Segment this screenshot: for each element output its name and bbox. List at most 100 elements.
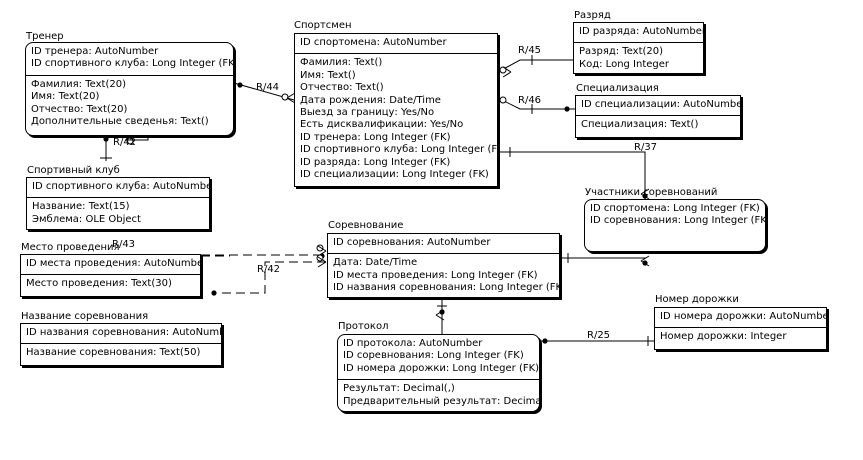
- crows-foot: [286, 92, 296, 99]
- attribute-section: Название соревнования: Text(50): [21, 344, 221, 362]
- entity-title-razryad: Разряд: [574, 10, 611, 21]
- key-attribute: ID спортивного клуба: Long Integer (FK): [31, 58, 234, 70]
- key-section: ID специализации: AutoNumber: [576, 96, 740, 117]
- attribute-section: Результат: Decimal(,)Предварительный рез…: [338, 380, 539, 411]
- key-attribute: ID места проведения: AutoNumber: [26, 258, 201, 269]
- entity-title-spec: Специализация: [576, 83, 659, 94]
- attribute: Есть дисквалификации: Yes/No: [300, 119, 464, 131]
- entity-sorevnovanie[interactable]: ID соревнования: AutoNumber Дата: Date/T…: [327, 233, 560, 298]
- entity-razryad[interactable]: ID разряда: AutoNumber Разряд: Text(20)К…: [573, 22, 704, 74]
- key-section: ID номера дорожки: AutoNumber: [655, 308, 826, 329]
- key-attribute: ID спортомена: Long Integer (FK): [590, 203, 760, 214]
- attribute-section: Специализация: Text(): [576, 116, 740, 134]
- entity-title-nazvanie: Название соревнования: [21, 311, 149, 322]
- attribute: Отчество: Text(): [300, 82, 384, 94]
- key-attribute: ID соревнования: AutoNumber: [333, 237, 491, 248]
- entity-nazvanie[interactable]: ID названия соревнования: AutoNumber Наз…: [20, 323, 222, 366]
- attribute: Название: Text(15): [32, 201, 130, 213]
- relationship-line: [222, 261, 327, 294]
- key-attribute: ID соревнования: Long Integer (FK): [590, 215, 766, 227]
- attribute: Название соревнования: Text(50): [26, 347, 201, 359]
- relationship-label-r37: R/37: [634, 142, 658, 153]
- cardinality-dot: [564, 106, 570, 112]
- relationship-label-r44: R/44: [256, 82, 280, 93]
- relationship-line: [497, 59, 573, 73]
- cardinality-dot: [211, 290, 217, 296]
- attribute: ID разряда: Long Integer (FK): [300, 156, 451, 168]
- relationship-label-r42-name: R/42: [257, 264, 281, 275]
- crows-foot: [502, 66, 512, 73]
- crows-foot: [317, 261, 327, 268]
- attribute: Отчество: Text(20): [31, 103, 128, 115]
- entity-title-sportsmen: Спортсмен: [294, 20, 352, 31]
- entity-title-mesto: Место проведения: [21, 242, 120, 253]
- key-attribute: ID соревнования: Long Integer (FK): [343, 350, 524, 362]
- attribute: ID специализации: Long Integer (FK): [300, 169, 489, 181]
- entity-klub[interactable]: ID спортивного клуба: AutoNumber Названи…: [26, 177, 210, 230]
- crows-foot: [317, 245, 327, 252]
- relationship-label-r42-club: R/42: [113, 137, 137, 148]
- key-section: ID места проведения: AutoNumber: [21, 255, 201, 276]
- attribute-section: Место проведения: Text(30): [21, 275, 200, 293]
- key-attribute: ID разряда: AutoNumber: [579, 26, 704, 37]
- cardinality-dot: [237, 82, 243, 88]
- key-section: ID названия соревнования: AutoNumber: [21, 324, 221, 345]
- optional-circle: [499, 96, 507, 104]
- key-section: ID спортомена: Long Integer (FK)ID сорев…: [585, 200, 765, 232]
- entity-title-protokol: Протокол: [338, 321, 389, 332]
- crows-foot: [286, 97, 296, 104]
- crows-foot: [640, 255, 650, 262]
- attribute: Место проведения: Text(30): [26, 278, 172, 290]
- key-section: ID спортивного клуба: AutoNumber: [27, 178, 210, 199]
- cardinality-dot: [103, 136, 109, 142]
- entity-sportsmen[interactable]: ID спортомена: AutoNumber Фамилия: Text(…: [294, 33, 498, 187]
- relationship-line: [498, 151, 646, 199]
- attribute: Результат: Decimal(,): [343, 383, 455, 395]
- attribute-section: Фамилия: Text()Имя: Text()Отчество: Text…: [295, 54, 497, 184]
- attribute: Имя: Text(20): [31, 91, 100, 103]
- relationship-label-r43: R/43: [112, 239, 136, 250]
- attribute: Предварительный результат: Decimal(,): [343, 395, 540, 407]
- attribute: Фамилия: Text(): [300, 57, 383, 69]
- attribute: Код: Long Integer: [579, 58, 670, 70]
- crows-foot: [640, 188, 650, 195]
- attribute: Имя: Text(): [300, 69, 356, 81]
- relationship-label-r45: R/45: [518, 45, 542, 56]
- entity-title-klub: Спортивный клуб: [27, 165, 120, 176]
- attribute: Фамилия: Text(20): [31, 78, 126, 90]
- optional-circle: [281, 93, 289, 101]
- attribute: ID спортивного клуба: Long Integer (FK): [300, 144, 498, 156]
- key-attribute: ID номера дорожки: Long Integer (FK): [343, 362, 540, 374]
- crows-foot: [502, 71, 512, 78]
- entity-title-sorevnovanie: Соревнование: [328, 220, 404, 231]
- entity-title-trener: Тренер: [26, 31, 64, 42]
- relationship-label-r25: R/25: [587, 330, 611, 341]
- entity-title-dorozhka: Номер дорожки: [655, 294, 739, 305]
- attribute: ID места проведения: Long Integer (FK): [333, 269, 538, 281]
- attribute: Эмблема: OLE Object: [32, 213, 141, 225]
- attribute: Номер дорожки: Integer: [660, 331, 787, 343]
- cardinality-dot: [439, 309, 445, 315]
- entity-mesto[interactable]: ID места проведения: AutoNumber Место пр…: [20, 254, 201, 297]
- entity-dorozhka[interactable]: ID номера дорожки: AutoNumber Номер доро…: [654, 307, 827, 350]
- attribute: ID тренера: Long Integer (FK): [300, 131, 451, 143]
- relationship-line: [125, 136, 149, 141]
- key-attribute: ID спортивного клуба: AutoNumber: [32, 181, 210, 192]
- entity-spec[interactable]: ID специализации: AutoNumber Специализац…: [575, 95, 741, 138]
- entity-title-uchastniki: Участники соревнований: [585, 187, 718, 198]
- cardinality-dot: [542, 338, 548, 344]
- crows-foot: [640, 193, 650, 200]
- key-attribute: ID протокола: AutoNumber: [343, 338, 483, 349]
- key-attribute: ID тренера: AutoNumber: [31, 46, 159, 57]
- entity-uchastniki[interactable]: ID спортомена: Long Integer (FK)ID сорев…: [584, 199, 766, 252]
- key-section: ID разряда: AutoNumber: [574, 23, 704, 44]
- attribute-section: Название: Text(15)Эмблема: OLE Object: [27, 198, 209, 229]
- key-section: ID соревнования: AutoNumber: [328, 234, 559, 255]
- attribute-section: Номер дорожки: Integer: [655, 328, 826, 346]
- attribute-section: Фамилия: Text(20)Имя: Text(20)Отчество: …: [26, 76, 233, 132]
